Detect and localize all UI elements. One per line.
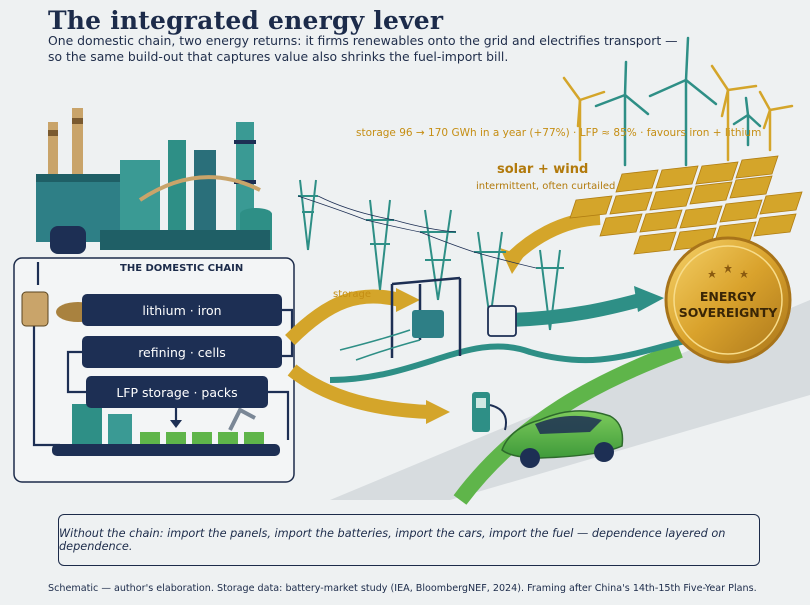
chain-step-refining-cells: refining · cells [82, 336, 282, 368]
storage-growth-note: storage 96 → 170 GWh in a year (+77%) · … [356, 127, 762, 139]
solar-flow-head [500, 248, 524, 274]
chain-title: THE DOMESTIC CHAIN [120, 263, 244, 274]
green-transport-ribbon [453, 342, 683, 505]
seal-stars [708, 264, 748, 278]
wind-turbines [562, 36, 794, 167]
car-wheel-front [520, 448, 540, 468]
power-lines [297, 195, 537, 269]
chain-step-lfp-storage-packs: LFP storage · packs [86, 376, 268, 408]
assembly-machine-2 [108, 414, 132, 446]
sovereignty-seal [664, 236, 792, 364]
car-wheel-rear [594, 442, 614, 462]
storage-flow-arrow [285, 289, 402, 345]
seal-text-energy: ENERGY [699, 289, 757, 304]
transport-flow-arrow [287, 364, 431, 419]
seal-text-sovereignty: SOVEREIGNTY [678, 305, 778, 320]
subtitle-line-1: One domestic chain, two energy returns: … [48, 33, 678, 48]
solar-wind-label: solar + wind [497, 162, 589, 177]
conveyor-belt [52, 444, 280, 456]
page-title: The integrated energy lever [48, 6, 444, 35]
grid-to-sovereignty-head [634, 286, 664, 312]
solar-flow-arrow [505, 211, 601, 266]
storage-flow-label: storage [333, 289, 371, 300]
battery-packs [140, 432, 264, 444]
source-footer: Schematic — author's elaboration. Storag… [48, 583, 757, 594]
chain-arrow [170, 420, 182, 428]
factory-illustration [36, 108, 272, 254]
ore-cup [21, 291, 49, 327]
robot-arm [228, 407, 256, 431]
storage-flow-head [396, 288, 420, 312]
transformer-2 [487, 305, 517, 337]
callout-box: Without the chain: import the panels, im… [58, 514, 760, 566]
solar-wind-note: intermittent, often curtailed [476, 181, 616, 192]
transformer-1 [412, 310, 444, 338]
chain-step-lithium-iron: lithium · iron [82, 294, 282, 326]
assembly-machine [72, 404, 102, 446]
grid-wires [339, 329, 421, 361]
grid-to-sovereignty-arrow [509, 293, 642, 327]
solar-panels [569, 155, 803, 255]
subtitle-line-2: so the same build-out that captures valu… [48, 49, 509, 64]
teal-transport-ribbon [329, 337, 691, 383]
transport-flow-head [426, 400, 450, 424]
